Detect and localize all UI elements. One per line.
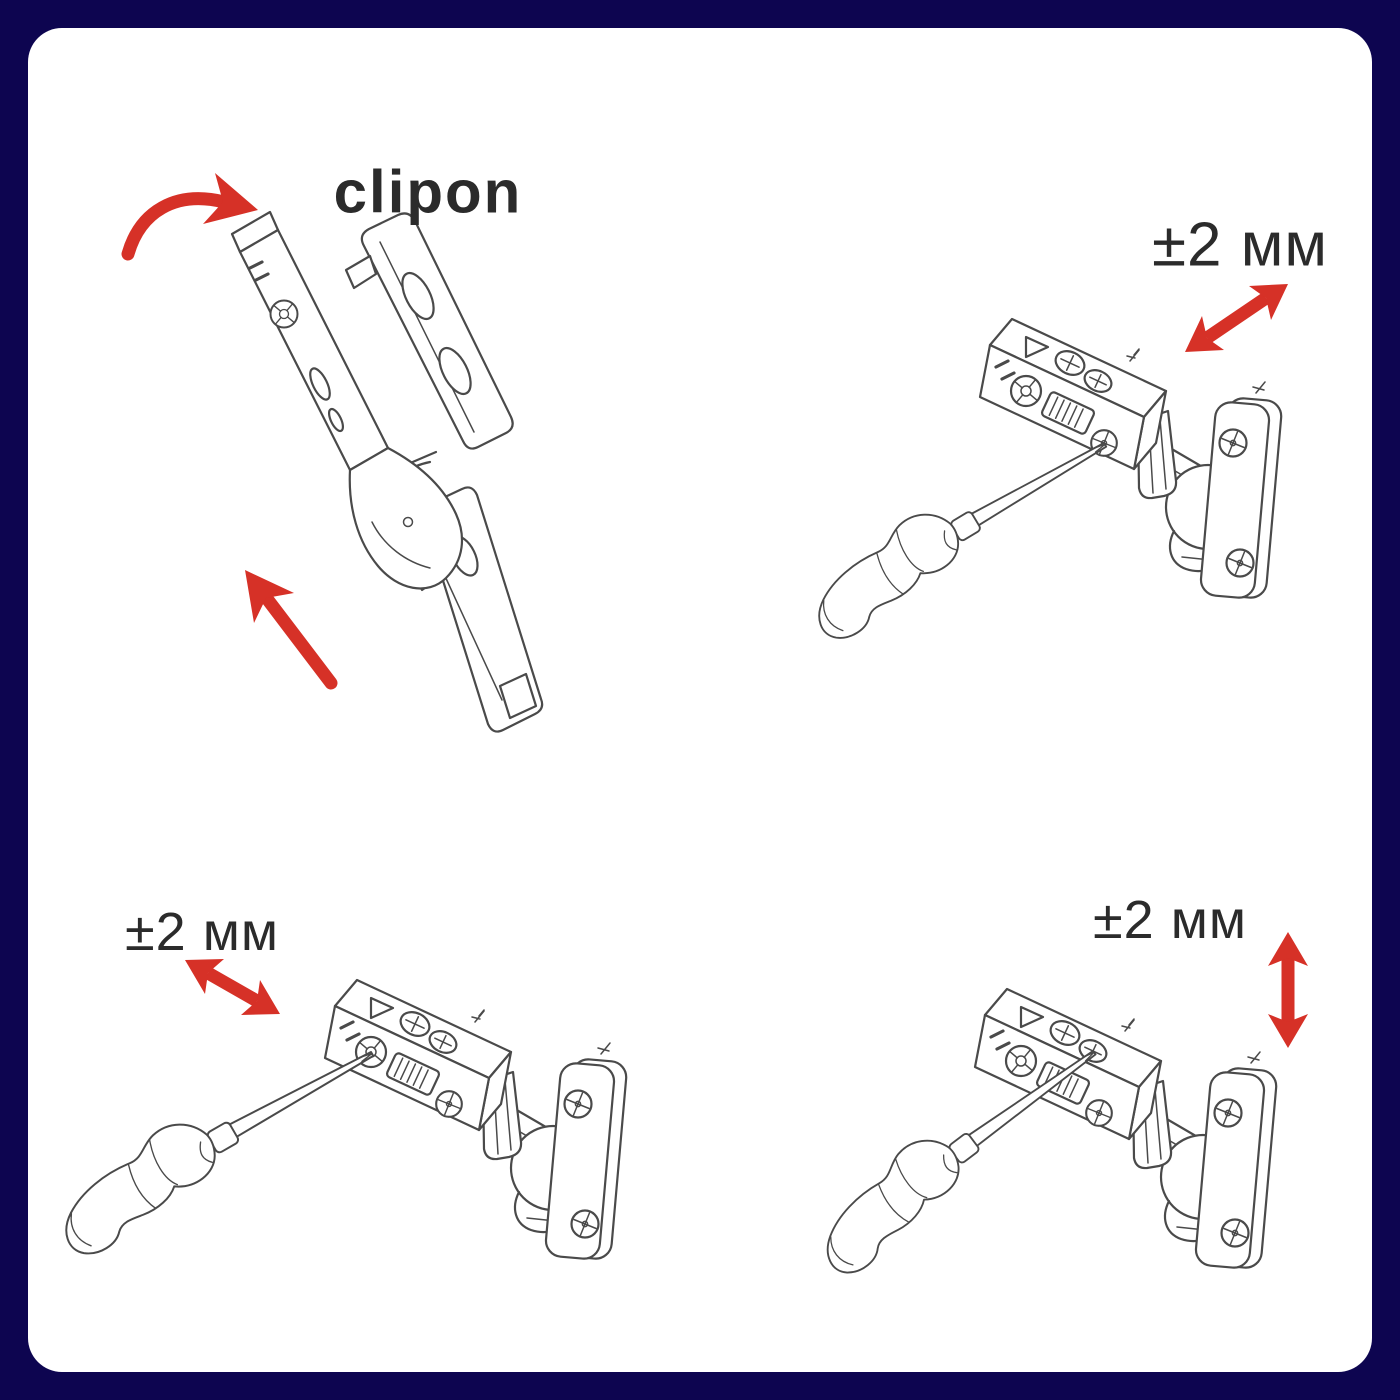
open-hinge-drawing xyxy=(232,212,542,732)
depth-adjustment-label: ±2 мм xyxy=(125,902,279,962)
panel-depth-adjustment: ±2 мм xyxy=(40,700,700,1360)
hinge-screwdriver-illustration xyxy=(42,959,700,1264)
hinge-drawing xyxy=(325,980,628,1260)
vertical-double-arrow-icon xyxy=(1268,932,1308,1048)
panel-clipon-attach: clipon xyxy=(40,40,700,700)
hinge-screwdriver-illustration xyxy=(795,284,1288,648)
hinge-drawing xyxy=(975,989,1278,1269)
open-hinge-illustration xyxy=(121,173,700,700)
screwdriver-drawing xyxy=(795,411,1124,648)
hinge-screwdriver-illustration xyxy=(801,932,1308,1284)
clipon-label: clipon xyxy=(333,158,523,226)
height-adjustment-label: ±2 мм xyxy=(1093,890,1247,950)
attach-direction-arrow-icon xyxy=(245,570,338,690)
hinge-drawing xyxy=(980,319,1283,599)
curved-attach-arrow-icon xyxy=(121,173,258,261)
panel-side-adjustment: ±2 мм xyxy=(700,40,1360,700)
side-adjustment-label: ±2 мм xyxy=(1152,210,1328,280)
diagonal-double-arrow-icon xyxy=(185,959,280,1015)
panel-height-adjustment: ±2 мм xyxy=(700,700,1360,1360)
diagonal-double-arrow-icon xyxy=(1185,284,1288,352)
